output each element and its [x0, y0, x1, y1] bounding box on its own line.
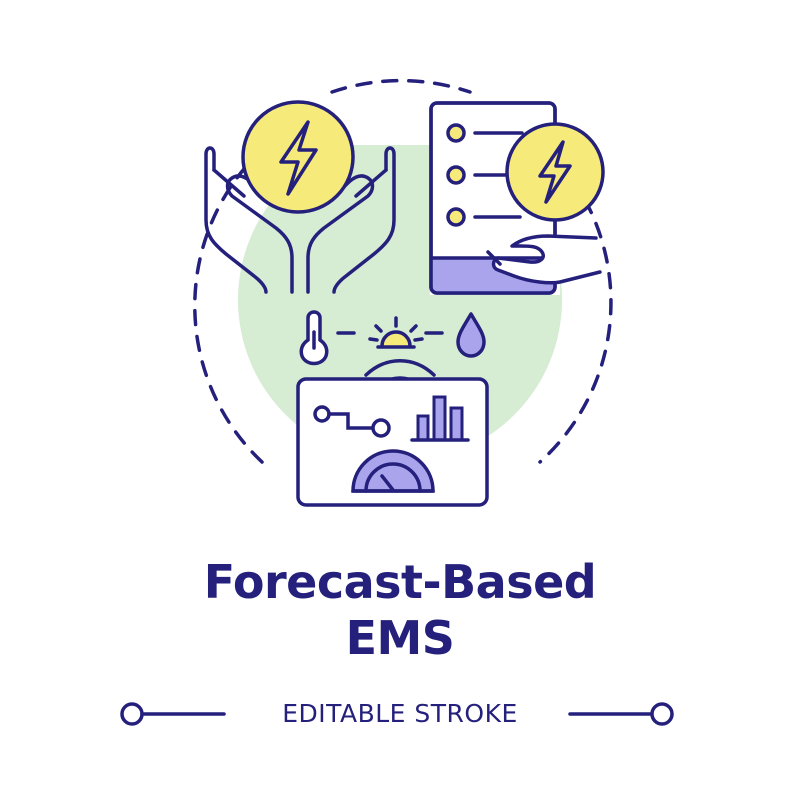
gauge-icon [351, 449, 435, 493]
lightning-bolt-icon [241, 100, 355, 214]
control-panel-icon [296, 377, 489, 507]
lightning-bolt-icon [505, 122, 605, 222]
title-line-1: Forecast-Based [203, 555, 597, 609]
dashed-orbit-circle [193, 78, 613, 464]
thermometer-icon [299, 310, 329, 366]
slider-icon [313, 405, 391, 438]
title-line-2: EMS [345, 611, 455, 665]
sun-icon [368, 316, 424, 349]
water-drop-icon [456, 312, 486, 358]
hand-offering-icon [486, 234, 602, 285]
bar-chart-icon [410, 395, 470, 442]
forecast-based-ems-illustration [193, 78, 613, 507]
editable-stroke-label: EDITABLE STROKE [282, 699, 518, 728]
right-endpoint-icon [650, 702, 674, 726]
editable-stroke-decoration [120, 702, 674, 726]
hands-holding-energy-icon [204, 146, 396, 294]
